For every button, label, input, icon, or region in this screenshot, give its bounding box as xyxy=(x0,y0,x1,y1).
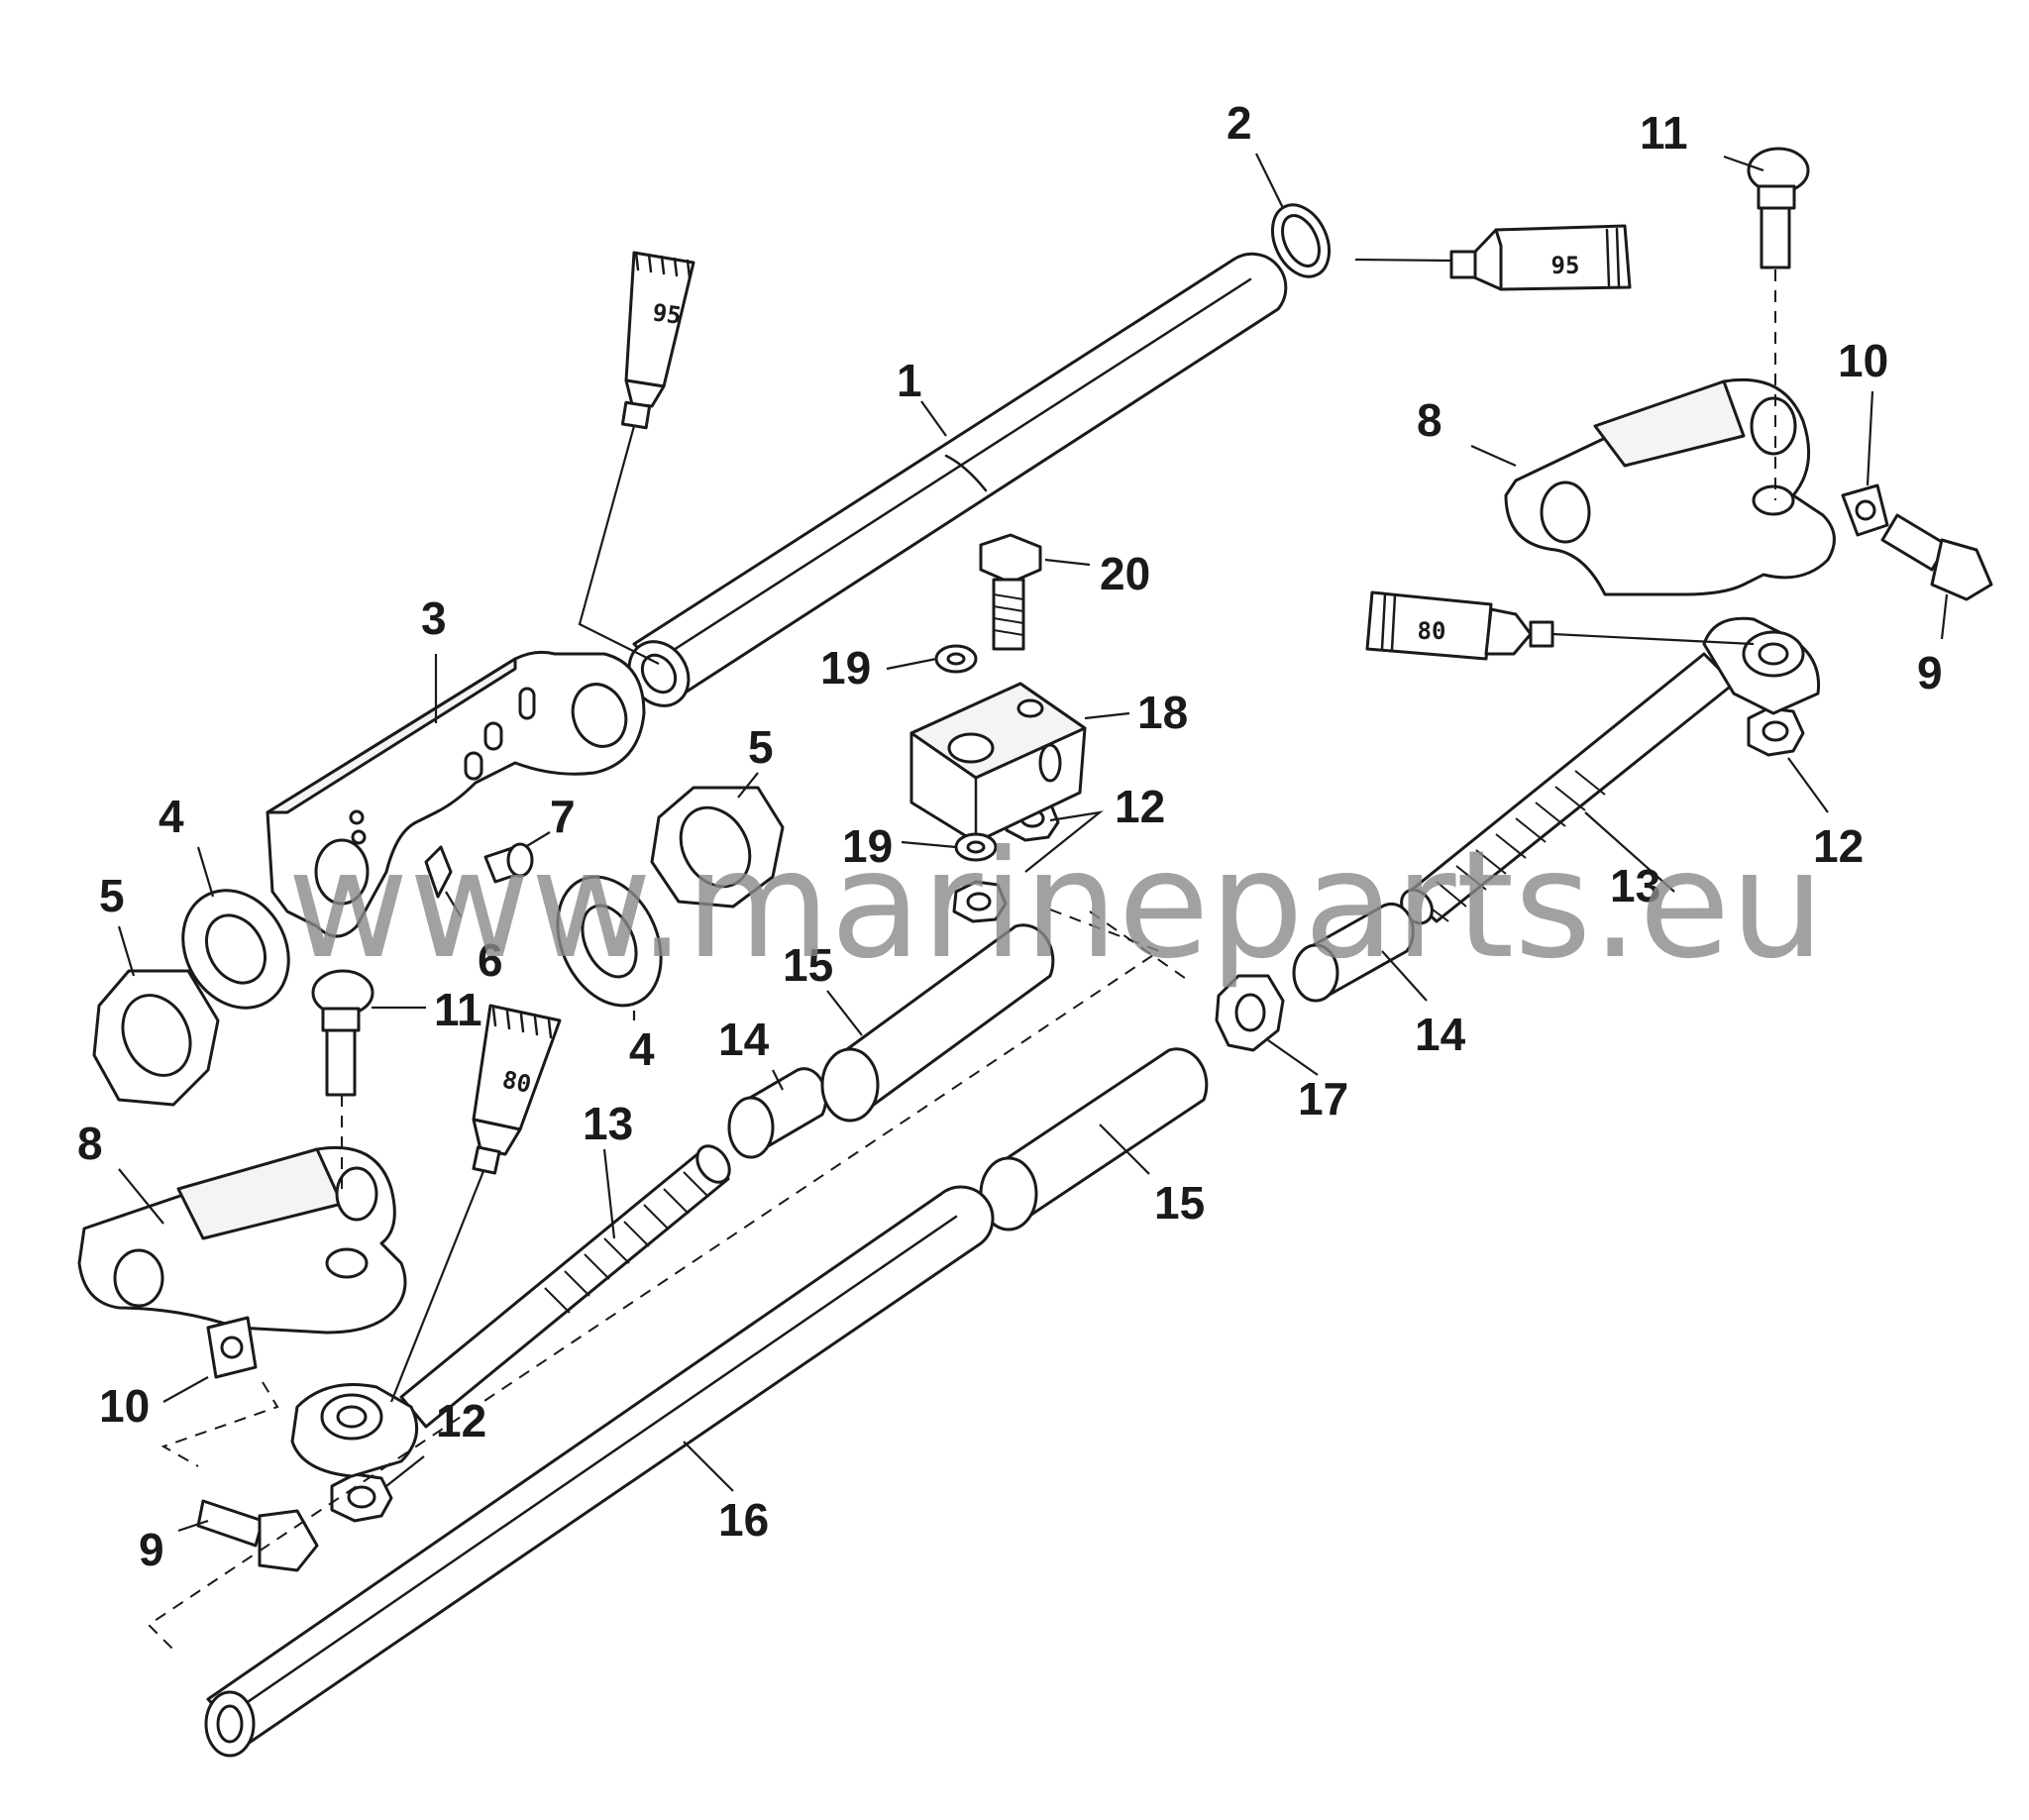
grease-tube-80-label-left: 80 xyxy=(500,1065,534,1098)
callout-6: 6 xyxy=(478,934,503,986)
nut-part-12-left xyxy=(330,1472,393,1523)
callout-2: 2 xyxy=(1227,97,1252,149)
clevis-part-8-left xyxy=(77,1145,407,1335)
callout-14-right: 14 xyxy=(1415,1009,1466,1060)
o-ring-part-2 xyxy=(1270,203,1332,278)
washer-part-4-right xyxy=(556,875,663,1008)
flange-bolt-part-11-right xyxy=(1747,147,1810,269)
grease-tube-80-left: 80 xyxy=(472,1004,562,1175)
callout-13-right: 13 xyxy=(1610,860,1660,911)
screw-part-6 xyxy=(424,845,453,899)
callout-17: 17 xyxy=(1298,1073,1348,1124)
grease-tube-95-vertical: 95 xyxy=(620,251,695,430)
callout-18: 18 xyxy=(1137,687,1188,738)
callout-19-upper: 19 xyxy=(820,642,871,694)
grease-tube-95-label-right: 95 xyxy=(1551,252,1580,279)
callout-11-right: 11 xyxy=(1640,107,1688,159)
callout-7: 7 xyxy=(550,791,576,842)
nut-part-12-right xyxy=(1747,706,1805,757)
bushing-part-14-left xyxy=(727,1067,828,1159)
bushing-part-14-right xyxy=(1292,902,1415,1003)
block-part-18 xyxy=(909,682,1087,844)
bolt-part-9-left xyxy=(196,1499,319,1572)
nut-part-12-lower xyxy=(952,880,1008,923)
tube-part-1 xyxy=(627,252,1288,707)
callout-11-left: 11 xyxy=(434,984,482,1035)
callout-9-right: 9 xyxy=(1917,647,1943,698)
hex-bolt-part-20 xyxy=(979,533,1042,651)
callout-15-lower: 15 xyxy=(1154,1177,1205,1229)
spacer-part-15-lower xyxy=(979,1047,1209,1231)
grease-tube-80-right: 80 xyxy=(1365,590,1554,661)
square-nut-part-10-left xyxy=(206,1316,258,1379)
flange-bolt-part-11-left xyxy=(311,969,374,1097)
bolt-part-9-right xyxy=(1880,513,1993,601)
callout-12-right: 12 xyxy=(1813,820,1864,872)
callout-12-mid: 12 xyxy=(1115,781,1165,832)
clevis-part-8-right xyxy=(1504,377,1836,596)
callout-labels: 1 2 3 4 4 5 5 6 7 8 8 9 9 10 10 11 11 12… xyxy=(77,97,1943,1575)
grease-tube-95-horizontal: 95 xyxy=(1449,224,1632,291)
callout-16: 16 xyxy=(718,1494,769,1546)
rod-end-part-13-left xyxy=(290,1144,731,1478)
watermark-text: www.marineparts.eu xyxy=(287,819,1825,992)
callout-5-right: 5 xyxy=(748,721,774,773)
callout-8-right: 8 xyxy=(1417,394,1442,446)
grease-tube-80-label-right: 80 xyxy=(1418,617,1446,645)
washer-part-4-left xyxy=(181,889,290,1010)
callout-3: 3 xyxy=(421,592,447,644)
callout-14-left: 14 xyxy=(718,1014,770,1065)
hex-nut-part-5-right xyxy=(650,786,785,909)
grease-tube-95-label: 95 xyxy=(651,298,684,330)
bracket-part-3 xyxy=(266,650,646,938)
hex-nut-part-5-left xyxy=(92,969,220,1107)
callout-5-left: 5 xyxy=(99,870,125,921)
callout-10-right: 10 xyxy=(1838,335,1888,386)
callout-4-left: 4 xyxy=(159,791,184,842)
tube-part-16 xyxy=(204,1185,995,1758)
callout-19-lower: 19 xyxy=(842,820,893,872)
callout-13-left: 13 xyxy=(583,1098,633,1149)
nut-part-17 xyxy=(1215,974,1285,1052)
callout-8-left: 8 xyxy=(77,1118,103,1169)
callout-9-left: 9 xyxy=(139,1524,164,1575)
callout-15-upper: 15 xyxy=(783,939,833,991)
square-nut-part-10-right xyxy=(1841,483,1889,537)
callout-12-left: 12 xyxy=(436,1395,486,1446)
spacer-part-15-upper xyxy=(820,923,1055,1123)
washer-part-19-upper xyxy=(934,644,978,674)
callout-4-right: 4 xyxy=(629,1023,655,1075)
callout-10-left: 10 xyxy=(99,1380,150,1432)
leader-lines xyxy=(117,153,1949,1533)
callout-20: 20 xyxy=(1100,548,1150,599)
pin-part-7 xyxy=(483,842,534,884)
callout-1: 1 xyxy=(897,355,922,406)
